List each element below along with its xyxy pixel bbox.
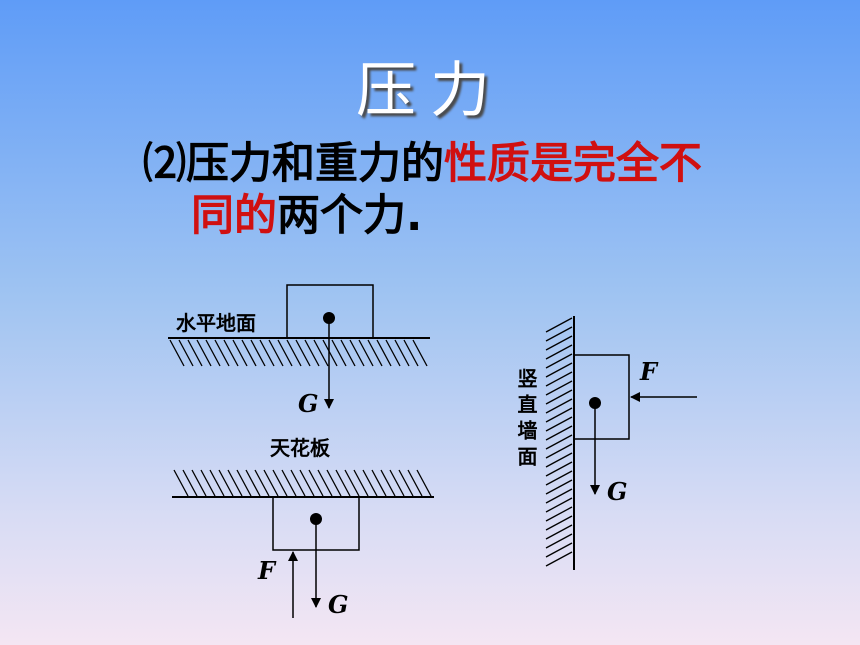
floor-block (286, 284, 374, 339)
slide-title: 压力 (356, 56, 504, 126)
wall-label: 竖直墙面 (514, 368, 538, 472)
statement-highlight-1: 性质是完全不 (444, 139, 702, 189)
ceiling-gravity-label: G (328, 590, 349, 619)
wall-force-label: F (640, 357, 658, 386)
ceiling-label: 天花板 (270, 436, 330, 460)
floor-label: 水平地面 (176, 311, 256, 335)
ceiling-diagram (172, 469, 434, 618)
statement-prefix: ⑵压力和重力的 (143, 139, 444, 189)
floor-hatch (169, 339, 428, 367)
wall-block (573, 354, 630, 440)
ceiling-hatch (173, 469, 432, 497)
ceiling-force-label: F (258, 556, 276, 585)
statement-highlight-2: 同的 (191, 191, 277, 241)
statement-text: ⑵压力和重力的性质是完全不 同的两个力. (143, 138, 803, 242)
statement-suffix: 两个力. (277, 191, 423, 241)
wall-hatch (545, 317, 573, 567)
wall-gravity-label: G (607, 477, 628, 506)
wall-diagram (545, 316, 697, 570)
floor-gravity-label: G (298, 389, 319, 418)
floor-diagram (168, 284, 430, 409)
